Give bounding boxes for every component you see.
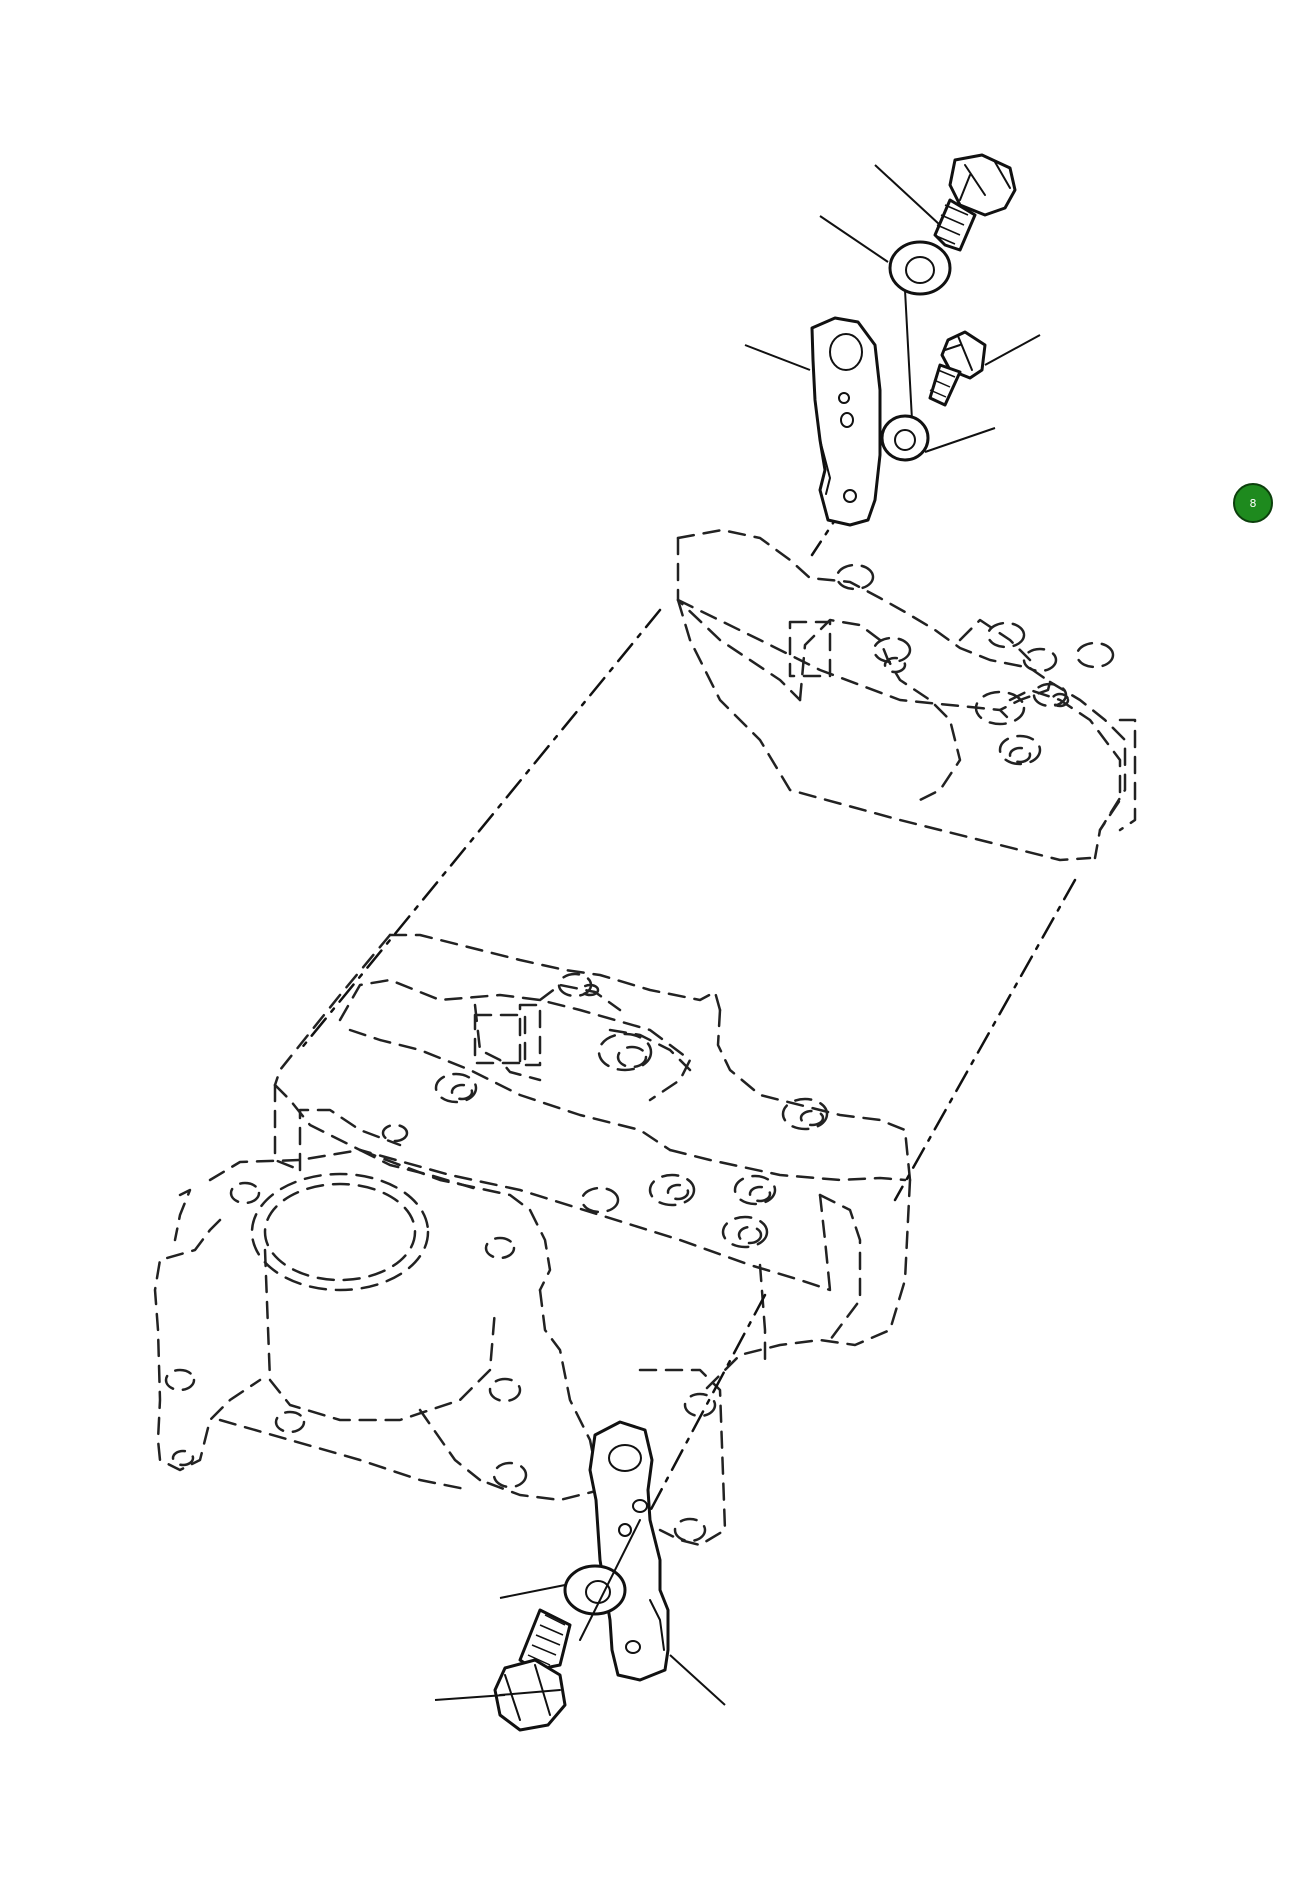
lock-washer-upper-large xyxy=(819,215,952,296)
cylinder-head-lower xyxy=(153,933,912,1547)
bolt-upper-large xyxy=(874,153,1017,252)
lifting-bracket-lower xyxy=(588,1420,726,1706)
page-number-badge[interactable]: 8 xyxy=(1233,483,1273,523)
bolt-upper-small xyxy=(928,330,1041,407)
page-number-label: 8 xyxy=(1249,496,1257,510)
bolt-lower xyxy=(434,1608,572,1732)
lifting-bracket-upper xyxy=(744,316,882,527)
alignment-line-left xyxy=(298,608,662,1052)
cylinder-head-upper xyxy=(676,528,1137,862)
alignment-line-right xyxy=(893,878,1077,1202)
lock-washer-lower xyxy=(499,1564,627,1616)
alignment-line-upper-bolt xyxy=(904,289,913,421)
alignment-line-lower-bracket xyxy=(638,1293,767,1532)
lock-washer-upper-small xyxy=(880,414,996,462)
alignment-line-lower-bolt xyxy=(579,1519,641,1641)
